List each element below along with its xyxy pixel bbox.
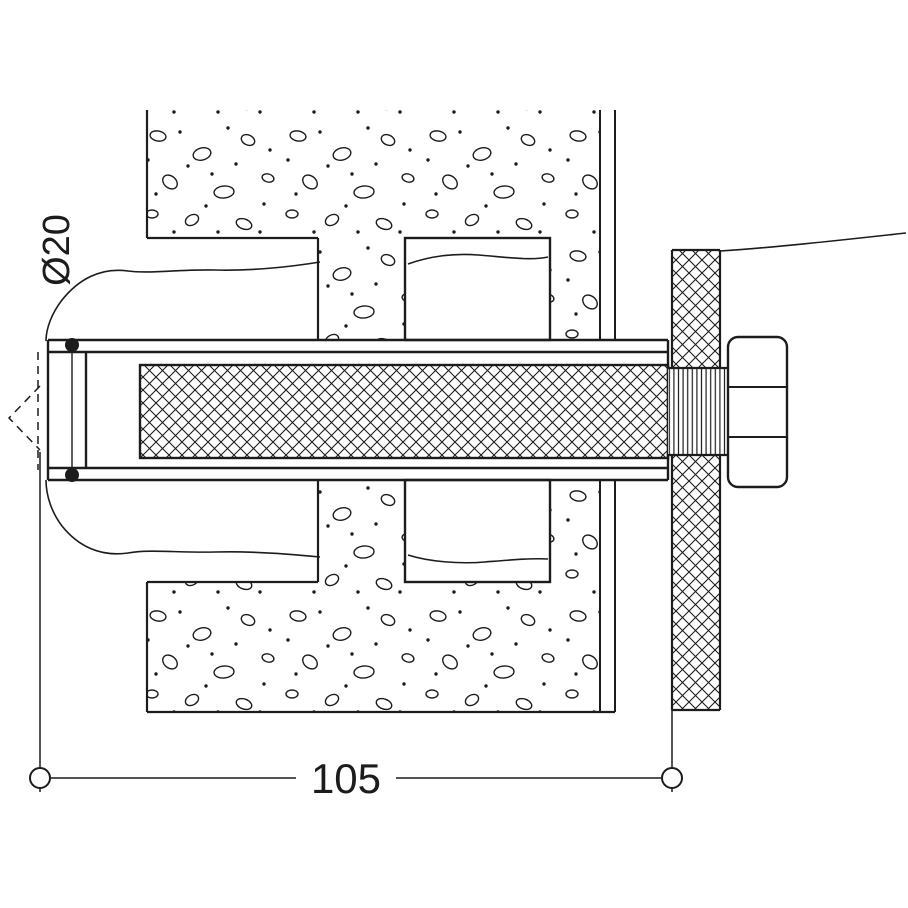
dim-node-bottom — [65, 468, 79, 482]
wall-face-lines — [599, 110, 616, 712]
hex-nut — [726, 335, 789, 489]
bolt-thread — [668, 366, 728, 457]
dim-endpoint-left — [29, 767, 51, 789]
dimension-length: 105 — [29, 452, 683, 802]
bolt-shaft — [138, 363, 670, 460]
dim-extension-lines — [39, 452, 673, 792]
facade-panel-strip — [670, 248, 722, 712]
length-dimension-label: 105 — [311, 755, 381, 802]
diameter-dimension-label: Ø20 — [36, 214, 78, 286]
concrete-section-hatch — [147, 110, 600, 712]
dim-node-top — [65, 338, 79, 352]
dimension-diameter: Ø20 — [36, 214, 79, 482]
dim-endpoint-right — [661, 767, 683, 789]
hidden-lines — [7, 352, 41, 470]
anchor-sleeve — [46, 338, 670, 482]
sleeve-expansion-curves — [45, 232, 907, 564]
concrete-outline — [145, 110, 615, 714]
